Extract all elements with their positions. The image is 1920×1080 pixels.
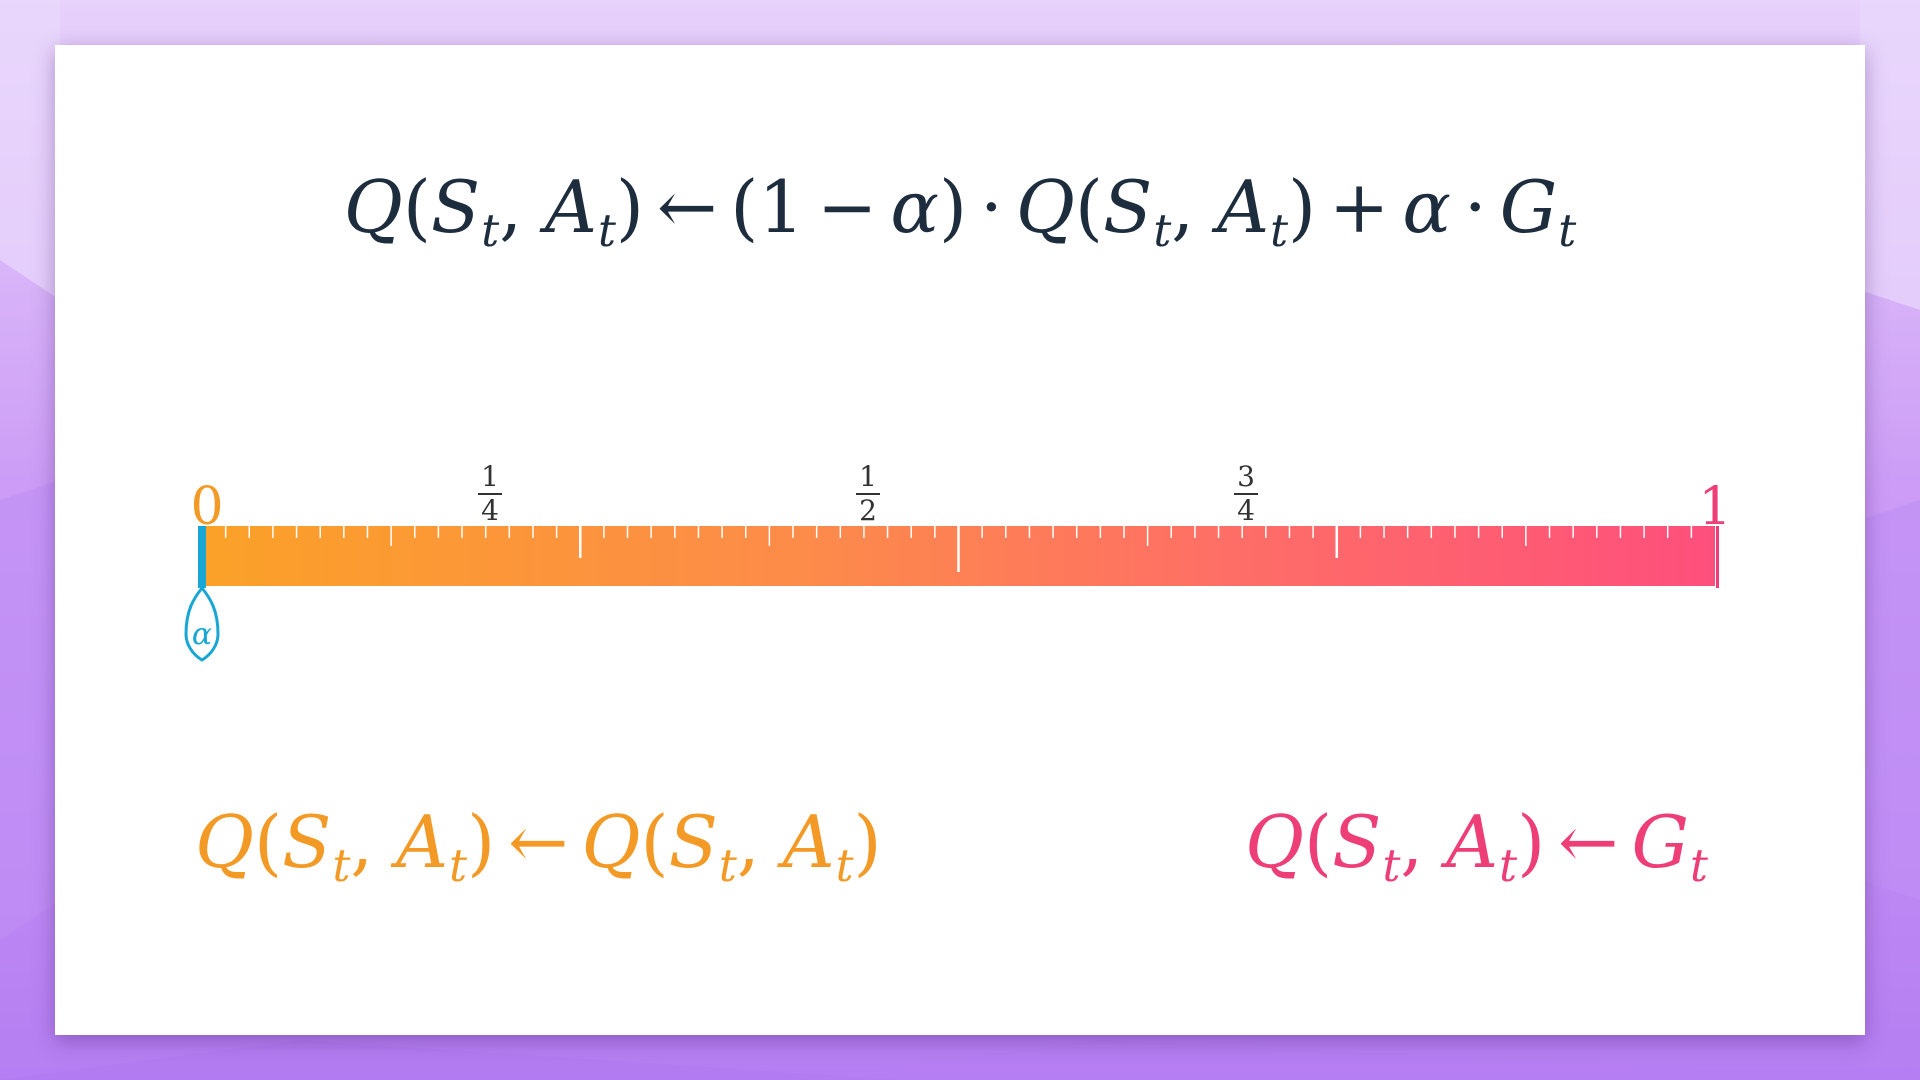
slider-drop bbox=[184, 585, 220, 662]
slider-stem bbox=[198, 526, 206, 588]
alpha-zero-formula: Q(St, At)←Q(St, At) bbox=[195, 800, 882, 893]
alpha-one-formula: Q(St, At)←Gt bbox=[1245, 800, 1708, 893]
alpha-ruler[interactable] bbox=[202, 526, 1715, 586]
ruler-end-mark bbox=[1716, 526, 1719, 588]
alpha-slider-handle[interactable]: α bbox=[174, 526, 244, 666]
main-update-formula: Q(St, At)←(1−α)·Q(St, At)+α·Gt bbox=[343, 165, 1577, 258]
ruler-ticks bbox=[224, 526, 1693, 572]
slider-alpha-symbol: α bbox=[192, 617, 212, 652]
